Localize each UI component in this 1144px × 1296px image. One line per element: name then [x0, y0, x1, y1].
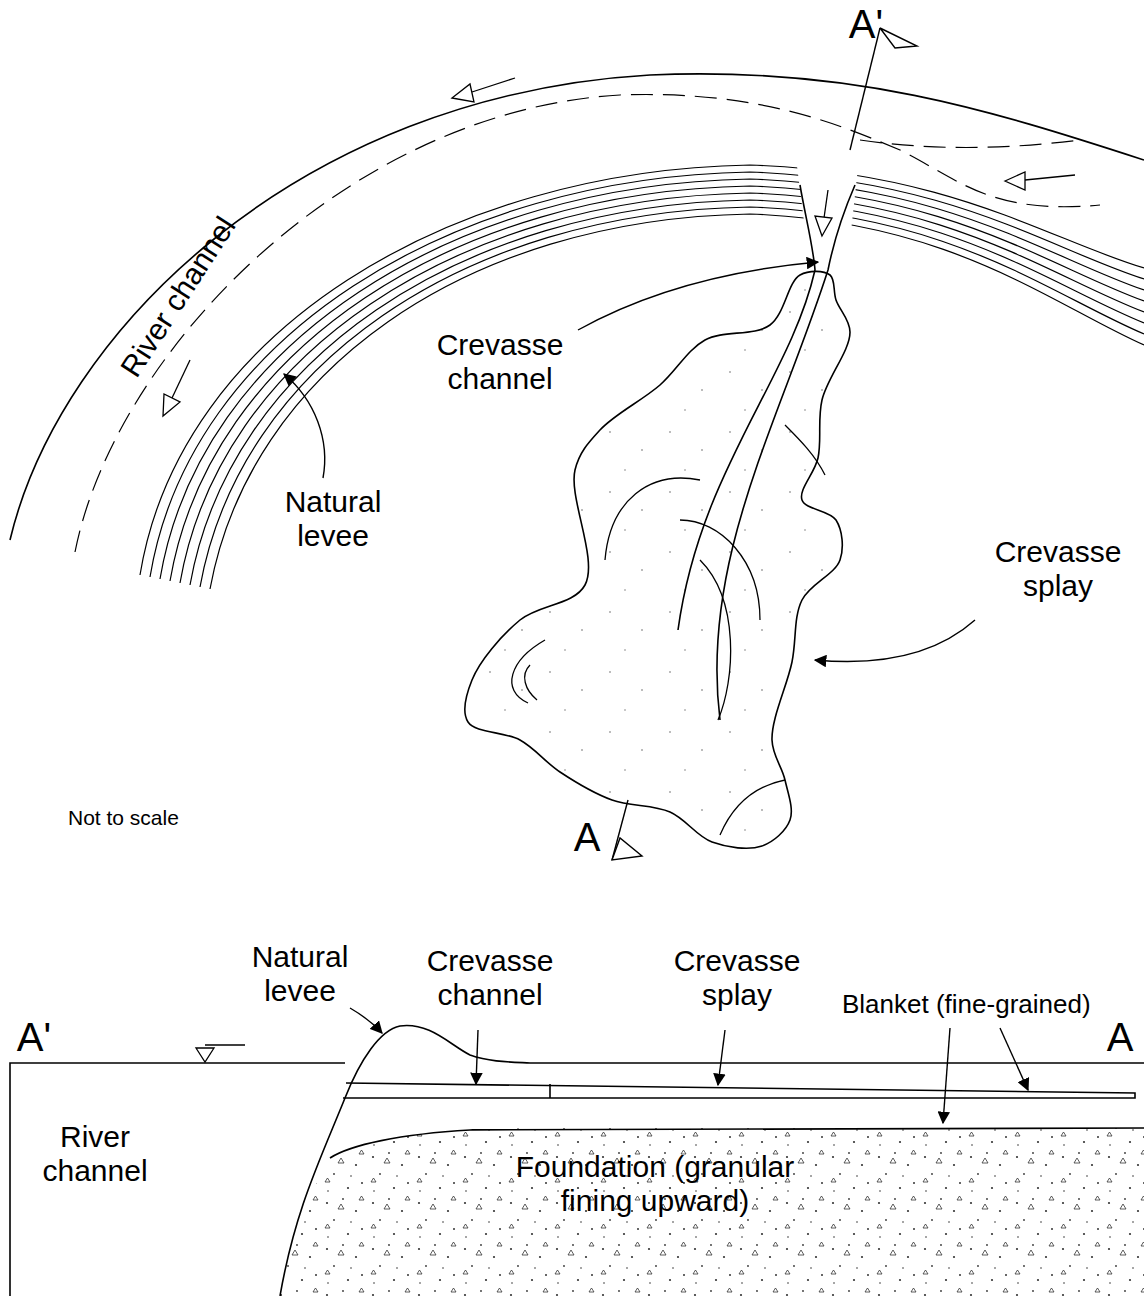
flow-arrow	[472, 78, 515, 92]
flow-arrow	[452, 84, 474, 102]
crevasse-channel-bank	[678, 185, 815, 630]
flow-arrow	[1005, 172, 1025, 190]
cross-section	[10, 1008, 1144, 1296]
section-mark: A	[1100, 1015, 1140, 1060]
section-mark: A'	[836, 2, 896, 47]
flow-arrow	[815, 216, 832, 236]
splay-lobe	[700, 560, 731, 720]
feature-label: Natural levee	[253, 485, 413, 552]
feature-label: Crevasse channel	[420, 328, 580, 395]
feature-label: Crevasse splay	[652, 944, 822, 1011]
foundation-label: Foundation (granular fining upward)	[485, 1150, 825, 1217]
feature-label: Crevasse splay	[973, 535, 1143, 602]
feature-label: Blanket (fine-grained)	[842, 990, 1091, 1019]
splay-lobe	[785, 425, 825, 475]
feature-label: Crevasse channel	[405, 944, 575, 1011]
flow-arrow	[163, 78, 1075, 416]
section-mark: A'	[9, 1015, 59, 1060]
water-level-symbol	[196, 1045, 245, 1062]
section-mark: A	[567, 815, 607, 860]
leader-line	[578, 262, 818, 330]
flow-arrow	[172, 360, 190, 398]
splay-lobe	[720, 780, 785, 835]
river-water-surface	[10, 1063, 345, 1296]
crevasse-splay	[465, 185, 855, 848]
feature-label: Natural levee	[220, 940, 380, 1007]
section-marker	[612, 838, 642, 860]
crevasse-channel-divide	[549, 1084, 551, 1098]
flow-arrow	[1025, 175, 1075, 180]
leader-line	[718, 1030, 725, 1085]
section-line	[850, 28, 880, 150]
water-level-symbol	[205, 1044, 245, 1045]
splay-lobe	[512, 640, 545, 703]
leader-line	[943, 1028, 950, 1123]
foundation-granular	[280, 1128, 1144, 1296]
scale-note: Not to scale	[68, 806, 179, 830]
leader-line	[350, 1008, 1028, 1123]
section-marker	[880, 28, 917, 48]
splay-lobe	[525, 665, 537, 700]
section-line	[612, 28, 917, 860]
channel-centerline	[860, 140, 1080, 148]
leader-line	[476, 1030, 478, 1084]
leader-line	[1000, 1028, 1028, 1090]
leader-line	[815, 620, 975, 662]
channel-label: River channel	[114, 211, 242, 383]
splay-lobe	[680, 520, 760, 620]
crevasse-gap	[795, 150, 860, 285]
water-level-symbol	[196, 1048, 214, 1062]
channel-label: River channel	[15, 1120, 175, 1187]
leader-line	[350, 1008, 382, 1033]
leader-line	[284, 262, 975, 662]
splay-lobe	[605, 478, 700, 560]
channel-bank	[280, 1026, 1144, 1296]
crevasse-layer	[343, 1083, 1135, 1098]
flow-arrow	[163, 394, 180, 416]
leader-line	[284, 374, 325, 478]
flow-arrow	[824, 190, 828, 218]
